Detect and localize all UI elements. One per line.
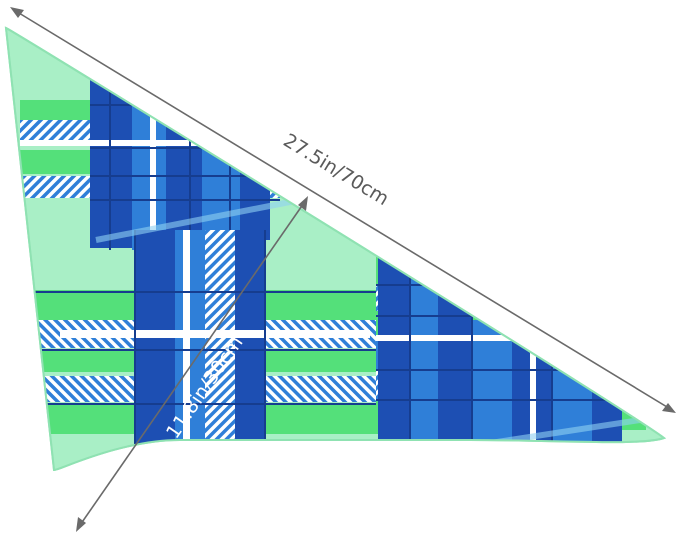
plaid-block-right [376, 255, 646, 460]
arrow-head-icon [10, 7, 24, 18]
bandana [4, 26, 667, 472]
plaid-pattern [20, 77, 646, 470]
arrow-head-icon [76, 517, 86, 532]
arrow-head-icon [662, 403, 676, 413]
height-line [77, 199, 307, 529]
arrow-head-icon [298, 196, 308, 211]
plaid-block-middle [20, 230, 380, 470]
long-edge-line [13, 9, 673, 411]
long-edge-label: 27.5in/70cm [279, 129, 392, 210]
